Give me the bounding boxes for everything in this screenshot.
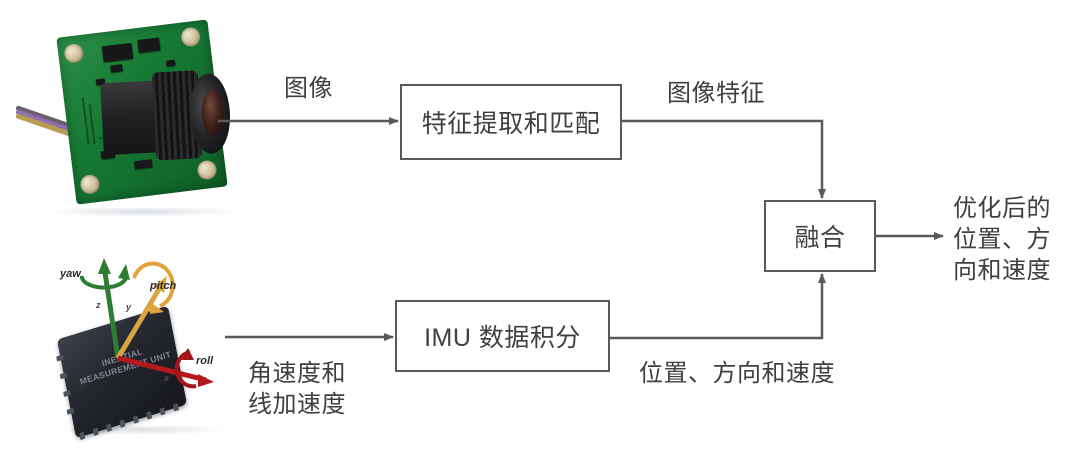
feature-extraction-box[interactable]: 特征提取和匹配 — [400, 84, 622, 160]
imu-axis-x: x — [164, 373, 170, 383]
imu-shadow — [56, 426, 226, 435]
camera-shadow — [48, 208, 238, 217]
imu-axis-label-yaw: yaw — [60, 268, 81, 280]
imu-axis-label-pitch: pitch — [150, 280, 177, 292]
imu-axis-y: y — [126, 302, 132, 312]
imu-axis-label-roll: roll — [196, 355, 214, 367]
edge-feature-to-fusion — [622, 119, 826, 199]
imu-axis-z: z — [96, 300, 101, 310]
camera-module-photo — [8, 12, 258, 217]
imu-integration-label: IMU 数据积分 — [424, 324, 581, 352]
edge-label-pose-velocity: 位置、方向和速度 — [639, 360, 835, 387]
fusion-box[interactable]: 融合 — [764, 200, 876, 272]
imu-integration-box[interactable]: IMU 数据积分 — [395, 300, 610, 372]
feature-extraction-label: 特征提取和匹配 — [421, 110, 601, 138]
edge-label-optimized-output: 优化后的 位置、方 向和速度 — [953, 195, 1051, 284]
edge-label-image-feature: 图像特征 — [667, 80, 765, 107]
imu-axis-arrows — [80, 258, 214, 389]
fusion-label: 融合 — [794, 224, 846, 252]
edge-label-image: 图像 — [284, 75, 333, 102]
edge-imubox-to-fusion — [610, 273, 826, 340]
imu-chip-photo: INERTIAL MEASUREMENT UNIT yaw pitch roll… — [38, 240, 253, 445]
edge-label-angular-velocity: 角速度和 线加速度 — [248, 360, 346, 418]
